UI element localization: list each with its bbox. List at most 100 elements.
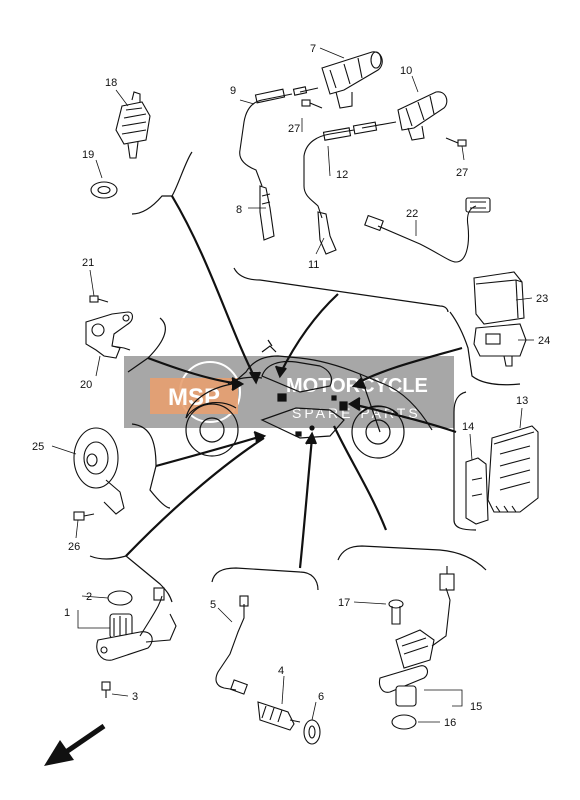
callout-5: 5 bbox=[210, 599, 216, 611]
callout-20: 20 bbox=[80, 379, 92, 391]
callout-6: 6 bbox=[318, 691, 324, 703]
arrowhead-cables bbox=[274, 365, 287, 379]
callout-13: 13 bbox=[516, 395, 528, 407]
callout-23: 23 bbox=[536, 293, 548, 305]
bracket-o2 bbox=[211, 567, 319, 591]
callout-8: 8 bbox=[236, 204, 242, 216]
part-bolt-27b bbox=[445, 137, 467, 147]
callout-14: 14 bbox=[462, 421, 474, 433]
part-washer bbox=[90, 181, 118, 199]
callout-21: 21 bbox=[82, 257, 94, 269]
callout-17: 17 bbox=[338, 597, 350, 609]
engine-block bbox=[260, 407, 345, 439]
part-relay bbox=[473, 271, 525, 325]
leader-pickup-group bbox=[125, 437, 265, 557]
location-marker-relay bbox=[331, 395, 337, 401]
callout-27-right: 27 bbox=[456, 167, 468, 179]
callout-10: 10 bbox=[400, 65, 412, 77]
part-sub-lead bbox=[364, 197, 491, 263]
rear-fender bbox=[185, 401, 237, 419]
part-o-ring-2 bbox=[107, 590, 133, 606]
motorcycle-silhouette bbox=[185, 339, 433, 459]
part-ignition-coil-1 bbox=[321, 51, 383, 109]
rear-wheel-hub bbox=[199, 417, 225, 443]
leader-lines bbox=[125, 195, 463, 569]
arrowhead-switch bbox=[231, 377, 245, 391]
bracket-speed bbox=[337, 545, 487, 571]
part-ignition-coil-2 bbox=[397, 91, 448, 141]
part-relay-bracket bbox=[473, 323, 527, 367]
part-plug-cap-1 bbox=[259, 185, 275, 241]
callout-12: 12 bbox=[336, 169, 348, 181]
part-temperature-sender bbox=[115, 91, 151, 159]
parts bbox=[73, 51, 539, 745]
leader-relay-group bbox=[355, 346, 463, 385]
part-screw-17 bbox=[388, 599, 404, 625]
part-bolt-3 bbox=[101, 681, 111, 698]
callout-1: 1 bbox=[64, 607, 70, 619]
bracket-horn bbox=[131, 423, 171, 509]
callout-18: 18 bbox=[105, 77, 117, 89]
watermark-subtitle: SPARE PARTS bbox=[292, 405, 421, 421]
callout-leaders bbox=[51, 47, 534, 723]
bracket-pickup bbox=[89, 555, 173, 603]
part-pickup-sensor bbox=[96, 587, 177, 661]
callout-9: 9 bbox=[230, 85, 236, 97]
callout-numbers: 18 19 7 9 27 8 10 12 27 11 22 23 24 13 1… bbox=[32, 43, 550, 729]
part-spark-plug-cable-1 bbox=[239, 86, 319, 187]
location-marker-sensor bbox=[295, 431, 302, 437]
arrowhead-ecu bbox=[347, 397, 361, 411]
leader-ecu-group bbox=[351, 402, 457, 434]
callout-22: 22 bbox=[406, 208, 418, 220]
bracket-switch bbox=[127, 317, 166, 373]
part-screw-21 bbox=[89, 295, 109, 303]
callout-7: 7 bbox=[310, 43, 316, 55]
callout-26: 26 bbox=[68, 541, 80, 553]
part-washer-inner bbox=[97, 185, 111, 195]
bracket-coils bbox=[233, 267, 449, 313]
location-marker-pickup bbox=[309, 425, 315, 431]
handlebar bbox=[261, 339, 277, 353]
front-direction-arrow bbox=[44, 723, 106, 766]
leader-cables-group bbox=[279, 293, 339, 375]
front-wheel-hub bbox=[365, 419, 391, 445]
callout-3: 3 bbox=[132, 691, 138, 703]
group-brackets bbox=[89, 151, 521, 603]
part-ecu-bracket bbox=[465, 457, 489, 525]
tank-outline bbox=[261, 360, 333, 393]
callout-24: 24 bbox=[538, 335, 550, 347]
part-gasket-6-inner bbox=[308, 725, 316, 739]
leader-coil-group bbox=[171, 195, 257, 381]
arrowhead-o2 bbox=[305, 431, 318, 445]
part-spark-plug-cable-2 bbox=[303, 121, 397, 219]
part-horn bbox=[73, 427, 125, 515]
arrowhead-relay bbox=[351, 377, 367, 390]
part-bolt-26 bbox=[73, 511, 95, 521]
arrowhead-coil bbox=[249, 371, 262, 385]
callout-15: 15 bbox=[470, 701, 482, 713]
location-marker-ecu bbox=[339, 401, 348, 411]
part-o2-sensor-lead bbox=[215, 595, 249, 695]
leader-horn-group bbox=[155, 434, 263, 468]
part-o-ring-16 bbox=[391, 714, 417, 730]
part-neutral-switch bbox=[85, 311, 134, 359]
leader-speed-group bbox=[333, 425, 388, 531]
watermark-logo-text: MSP bbox=[168, 384, 220, 411]
part-plug-cap-2 bbox=[317, 211, 337, 255]
callout-27-top: 27 bbox=[288, 123, 300, 135]
bracket-sender bbox=[131, 151, 193, 215]
rear-wheel bbox=[185, 403, 239, 457]
front-fender bbox=[359, 405, 399, 415]
watermark-logo-badge bbox=[150, 378, 238, 414]
leader-switch-group bbox=[147, 356, 241, 386]
callout-16: 16 bbox=[444, 717, 456, 729]
part-speed-sensor bbox=[378, 566, 455, 707]
callout-19: 19 bbox=[82, 149, 94, 161]
arrowhead-horn bbox=[253, 430, 267, 443]
callout-2: 2 bbox=[86, 591, 92, 603]
leader-o2-group bbox=[298, 437, 314, 569]
callout-25: 25 bbox=[32, 441, 44, 453]
part-o2-sensor bbox=[257, 701, 301, 731]
part-gasket-6 bbox=[303, 719, 321, 745]
